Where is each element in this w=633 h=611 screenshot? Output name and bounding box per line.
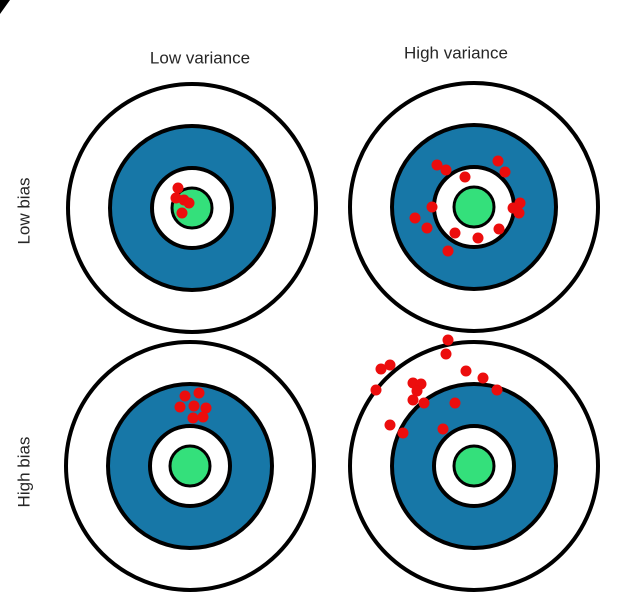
shot-dot: [375, 363, 387, 375]
corner-mark-triangle: [0, 0, 10, 14]
shot-dot: [188, 400, 200, 412]
shot-dot: [431, 159, 443, 171]
column-label-low-variance: Low variance: [149, 48, 251, 68]
shot-dot: [397, 427, 409, 439]
shot-dot: [492, 155, 504, 167]
target-ring: [452, 185, 496, 229]
shot-dot: [174, 401, 186, 413]
target-high-bias-low-variance: [64, 340, 316, 592]
shot-dot: [172, 182, 184, 194]
row-label-high-bias: High bias: [14, 436, 34, 508]
shot-dot: [176, 207, 188, 219]
shot-dot: [513, 207, 525, 219]
shot-dot: [440, 348, 452, 360]
shot-dot: [418, 397, 430, 409]
shot-dot: [421, 222, 433, 234]
shot-dot: [472, 232, 484, 244]
shot-dot: [442, 334, 454, 346]
shot-dot: [411, 385, 423, 397]
shot-dot: [449, 227, 461, 239]
shot-dot: [384, 419, 396, 431]
shot-dot: [437, 423, 449, 435]
row-label-low-bias: Low bias: [14, 177, 34, 245]
shot-dot: [449, 397, 461, 409]
shot-dot: [179, 390, 191, 402]
shot-dot: [426, 201, 438, 213]
column-label-high-variance: High variance: [404, 43, 508, 63]
target-high-bias-high-variance: [348, 334, 600, 592]
shot-dot: [193, 387, 205, 399]
shot-dot: [460, 365, 472, 377]
shot-dot: [197, 411, 209, 423]
target-low-bias-high-variance: [348, 81, 600, 333]
target-ring: [168, 444, 212, 488]
shot-dot: [407, 394, 419, 406]
target-low-bias-low-variance: [66, 82, 318, 334]
shot-dot: [499, 166, 511, 178]
target-ring: [452, 444, 496, 488]
shot-dot: [384, 359, 396, 371]
shot-dot: [187, 412, 199, 424]
shot-dot: [370, 384, 382, 396]
shot-dot: [493, 223, 505, 235]
shot-dot: [183, 197, 195, 209]
shot-dot: [477, 372, 489, 384]
shot-dot: [442, 245, 454, 257]
shot-dot: [200, 402, 212, 414]
shot-dot: [440, 164, 452, 176]
shot-dot: [491, 384, 503, 396]
shot-dot: [409, 212, 421, 224]
shot-dot: [459, 171, 471, 183]
